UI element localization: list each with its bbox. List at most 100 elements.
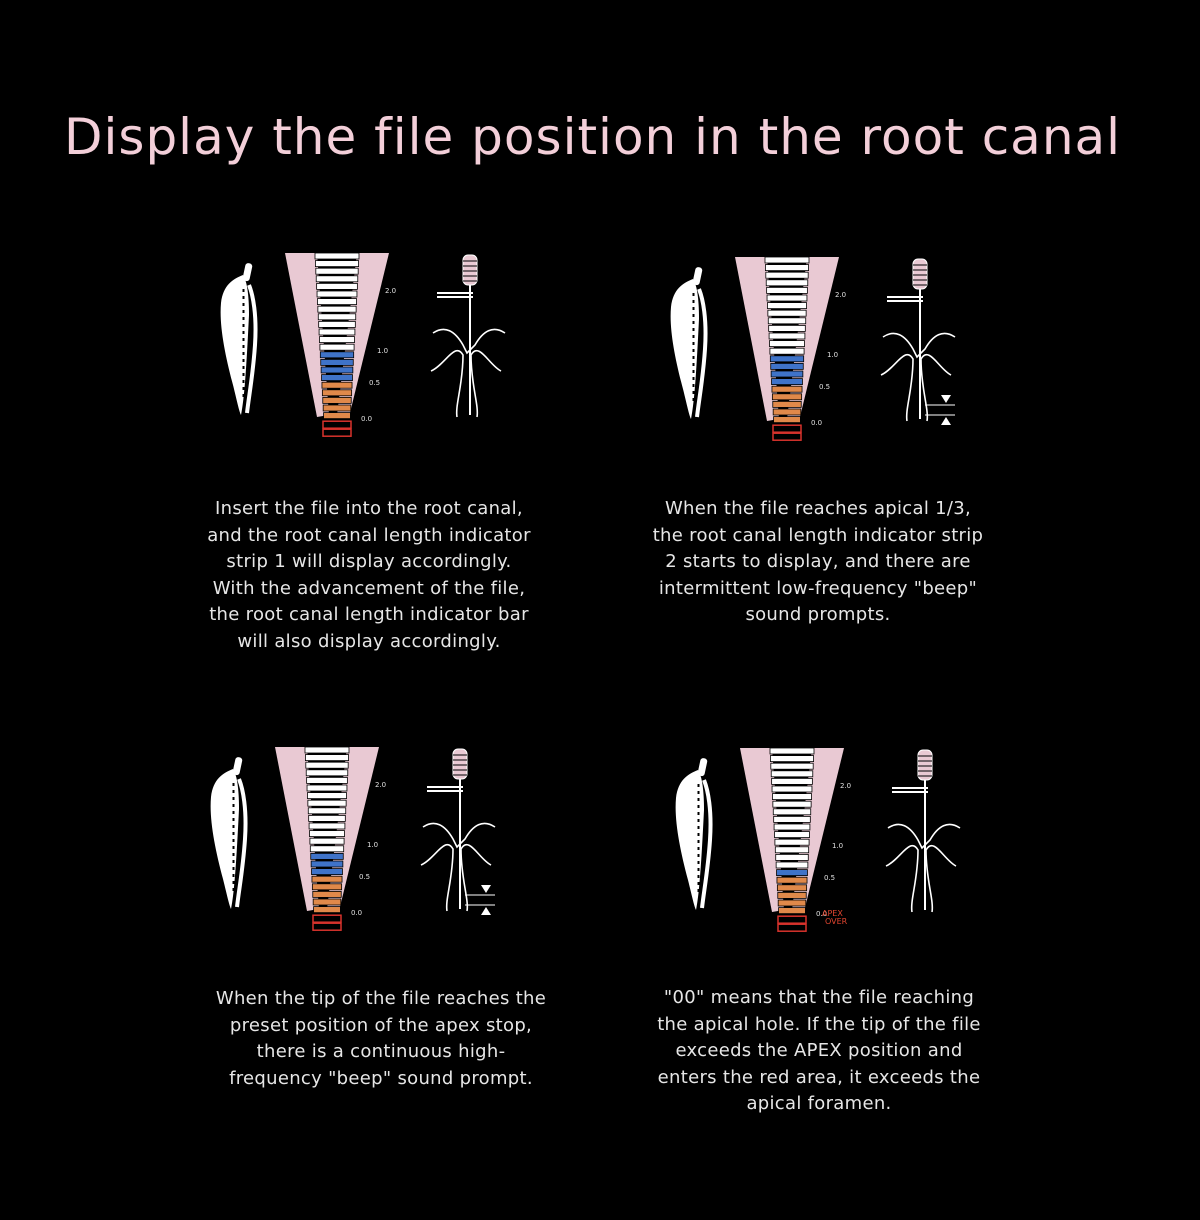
file-mark xyxy=(242,345,245,348)
diagram-group: 2.01.00.50.0 xyxy=(670,256,956,441)
caption: When the file reaches apical 1/3, the ro… xyxy=(652,498,984,625)
indicator-segment xyxy=(770,370,804,378)
indicator-segment xyxy=(775,854,809,861)
file-mark xyxy=(692,335,695,338)
indicator-segment xyxy=(767,317,807,325)
red-zone-segment xyxy=(777,923,807,932)
indicator-segment xyxy=(306,777,348,784)
indicator-segment xyxy=(764,256,810,264)
indicator-segment xyxy=(305,761,349,769)
file-mark xyxy=(242,317,245,320)
apex-stop-arrow-down xyxy=(481,885,491,893)
file-mark xyxy=(242,380,245,383)
file-mark xyxy=(232,804,235,807)
diagram-group: 2.01.00.50.0 xyxy=(210,746,496,931)
scale-label: 0.0 xyxy=(351,909,362,917)
file-mark xyxy=(242,331,245,334)
indicator-segment xyxy=(323,412,351,420)
over-label: OVER xyxy=(825,917,848,926)
file-mark xyxy=(692,300,695,303)
file-mark xyxy=(697,854,700,857)
indicator-segment xyxy=(765,264,809,272)
indicator-segment xyxy=(319,351,355,359)
file-mark xyxy=(697,882,700,885)
caption: When the tip of the file reaches the pre… xyxy=(215,988,547,1089)
tooth-outline xyxy=(880,332,956,422)
indicator-segment xyxy=(320,366,354,374)
file-mark xyxy=(232,818,235,821)
indicator-segment xyxy=(769,340,805,347)
indicator-segment xyxy=(768,332,806,340)
file-mark xyxy=(692,384,695,387)
file-mark xyxy=(232,839,235,842)
indicator-segment xyxy=(771,778,813,785)
file-mark xyxy=(242,310,245,313)
file-mark xyxy=(242,387,245,390)
file-mark xyxy=(697,819,700,822)
tooth-crown-shape xyxy=(670,279,699,419)
indicator-segment xyxy=(774,846,810,854)
indicator-segment xyxy=(775,861,809,869)
red-zone-segment xyxy=(312,922,342,931)
file-mark xyxy=(232,853,235,856)
indicator-segment xyxy=(772,793,812,800)
tooth-crown-shape xyxy=(220,275,249,415)
indicator-segment xyxy=(771,378,803,386)
scale-label: 1.0 xyxy=(367,841,378,849)
indicator-segment xyxy=(772,800,812,808)
file-mark xyxy=(242,289,245,292)
file-mark xyxy=(232,783,235,786)
indicator-segment xyxy=(767,309,807,317)
apex-label: APEX xyxy=(822,909,843,918)
indicator-segment xyxy=(776,869,808,877)
file-mark xyxy=(232,825,235,828)
file-handle-shape xyxy=(242,263,253,282)
file-mark xyxy=(697,784,700,787)
indicator-segment xyxy=(777,899,807,907)
indicator-segment xyxy=(316,283,358,290)
tooth-crown-shape xyxy=(210,769,239,909)
scale-label: 2.0 xyxy=(835,291,846,299)
file-mark xyxy=(232,860,235,863)
file-mark xyxy=(242,296,245,299)
indicator-segment xyxy=(766,294,808,302)
indicator-segment xyxy=(314,252,360,260)
file-mark xyxy=(692,398,695,401)
tooth-outline xyxy=(430,328,506,418)
tooth-crown-shape xyxy=(675,770,704,910)
indicator-segment xyxy=(318,321,356,328)
indicator-segment xyxy=(322,404,352,412)
tooth-root-edge xyxy=(235,778,248,908)
file-mark xyxy=(232,790,235,793)
tooth-root-edge xyxy=(245,284,258,414)
indicator-segment xyxy=(777,891,807,899)
file-mark xyxy=(697,826,700,829)
indicator-segment xyxy=(770,770,814,778)
indicator-segment xyxy=(769,347,805,355)
indicator-segment xyxy=(770,755,814,763)
canal-indicator: 2.01.00.50.0 xyxy=(275,746,386,931)
indicator-segment xyxy=(771,385,803,393)
tooth-file-icon xyxy=(670,267,708,419)
tooth-cross-section-icon xyxy=(420,748,496,915)
indicator-segment xyxy=(319,343,355,351)
file-mark xyxy=(232,846,235,849)
file-mark xyxy=(692,321,695,324)
indicator-segment xyxy=(321,389,353,397)
file-mark xyxy=(697,861,700,864)
red-zone-segment xyxy=(772,424,802,433)
scale-label: 0.5 xyxy=(819,383,830,391)
file-mark xyxy=(692,314,695,317)
indicator-segment xyxy=(306,784,348,792)
red-zone-segment xyxy=(312,914,342,923)
red-zone-segment xyxy=(322,420,352,429)
indicator-segment xyxy=(320,359,354,366)
indicator-segment xyxy=(317,298,357,305)
indicator-segment xyxy=(309,837,345,845)
indicator-segment xyxy=(773,416,801,424)
file-mark xyxy=(697,833,700,836)
indicator-segment xyxy=(767,302,807,309)
